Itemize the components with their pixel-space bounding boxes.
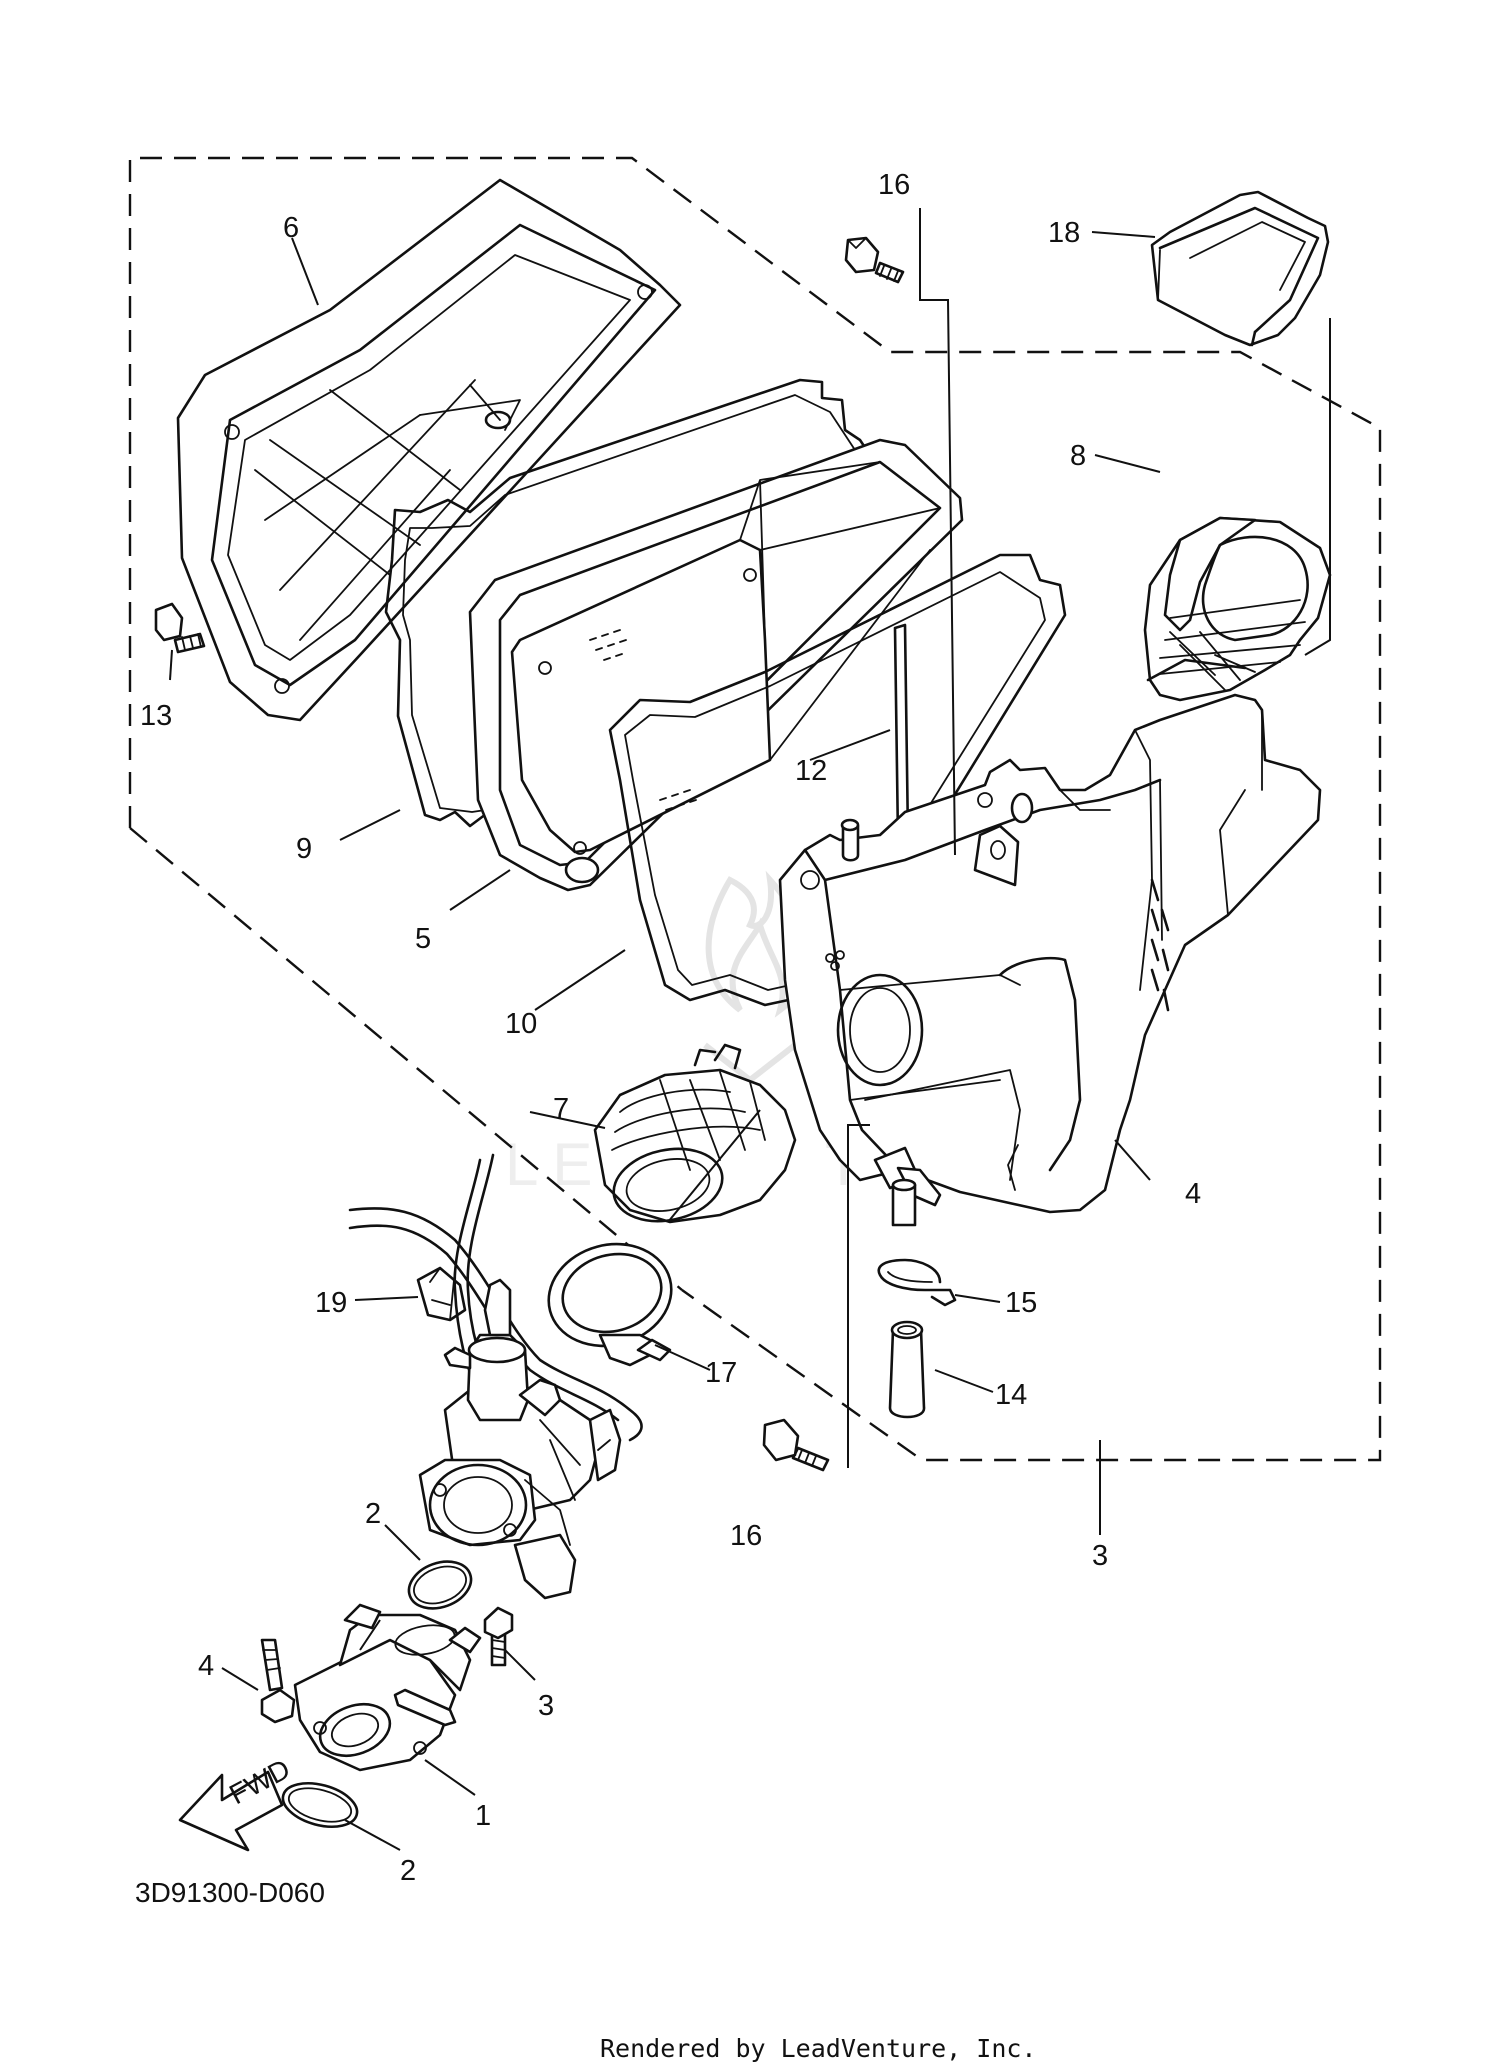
footer-credit: Rendered by LeadVenture, Inc. bbox=[600, 2034, 1037, 2063]
callout-10: 8 bbox=[1070, 440, 1086, 472]
callout-4: 4 bbox=[198, 1650, 214, 1682]
callout-5: 3 bbox=[1092, 1540, 1108, 1572]
intake-joint bbox=[593, 1043, 797, 1224]
callout-16-top: 16 bbox=[878, 169, 910, 201]
callout-8: 5 bbox=[415, 923, 431, 955]
case-cap bbox=[176, 178, 682, 722]
callout-11-inner: 10 bbox=[505, 1008, 537, 1040]
bolt-top bbox=[844, 236, 905, 284]
callout-19: 19 bbox=[315, 1287, 347, 1319]
drain-plug bbox=[888, 1320, 926, 1419]
bolt-right bbox=[483, 1606, 514, 1667]
callout-9: 7 bbox=[553, 1093, 569, 1125]
bolt-bottom bbox=[762, 1418, 830, 1472]
cover bbox=[1150, 190, 1330, 347]
drawing-code: 3D91300-D060 bbox=[135, 1877, 325, 1908]
intake-duct bbox=[1143, 516, 1332, 702]
callout-18: 18 bbox=[1048, 217, 1080, 249]
seal bbox=[893, 623, 910, 842]
cap-screw bbox=[154, 602, 206, 654]
hose-holder bbox=[416, 1266, 467, 1322]
o-ring-lower bbox=[281, 1782, 359, 1828]
callout-14: 14 bbox=[995, 1379, 1027, 1411]
callout-6: 4 bbox=[1185, 1178, 1201, 1210]
callout-12: 12 bbox=[795, 755, 827, 787]
callout-17: 17 bbox=[705, 1357, 737, 1389]
callout-2-lower: 2 bbox=[400, 1855, 416, 1887]
hose-clamp bbox=[547, 1242, 673, 1367]
leader-lines bbox=[169, 208, 1331, 1851]
callout-1: 1 bbox=[475, 1800, 491, 1832]
callout-3: 3 bbox=[538, 1690, 554, 1722]
filter-element bbox=[468, 438, 964, 892]
callout-16-bottom: 16 bbox=[730, 1520, 762, 1552]
carburetor-joint bbox=[293, 1603, 482, 1772]
carburetor bbox=[418, 1278, 622, 1600]
mesh-dots bbox=[589, 629, 697, 811]
clip bbox=[877, 1258, 957, 1307]
air-filter-case bbox=[778, 693, 1322, 1227]
fwd-arrow: FWD bbox=[178, 1753, 295, 1852]
o-ring-upper bbox=[407, 1560, 473, 1610]
callout-13: 13 bbox=[140, 700, 172, 732]
callout-15: 15 bbox=[1005, 1287, 1037, 1319]
callout-11-outer: 9 bbox=[296, 833, 312, 865]
bolt-left bbox=[260, 1638, 296, 1724]
callout-7: 6 bbox=[283, 212, 299, 244]
assembly-boundary bbox=[128, 156, 1382, 1462]
callout-numbers: 6 16 18 8 13 12 9 5 10 4 7 19 15 17 14 1… bbox=[140, 169, 1201, 1887]
callout-2-upper: 2 bbox=[365, 1498, 381, 1530]
